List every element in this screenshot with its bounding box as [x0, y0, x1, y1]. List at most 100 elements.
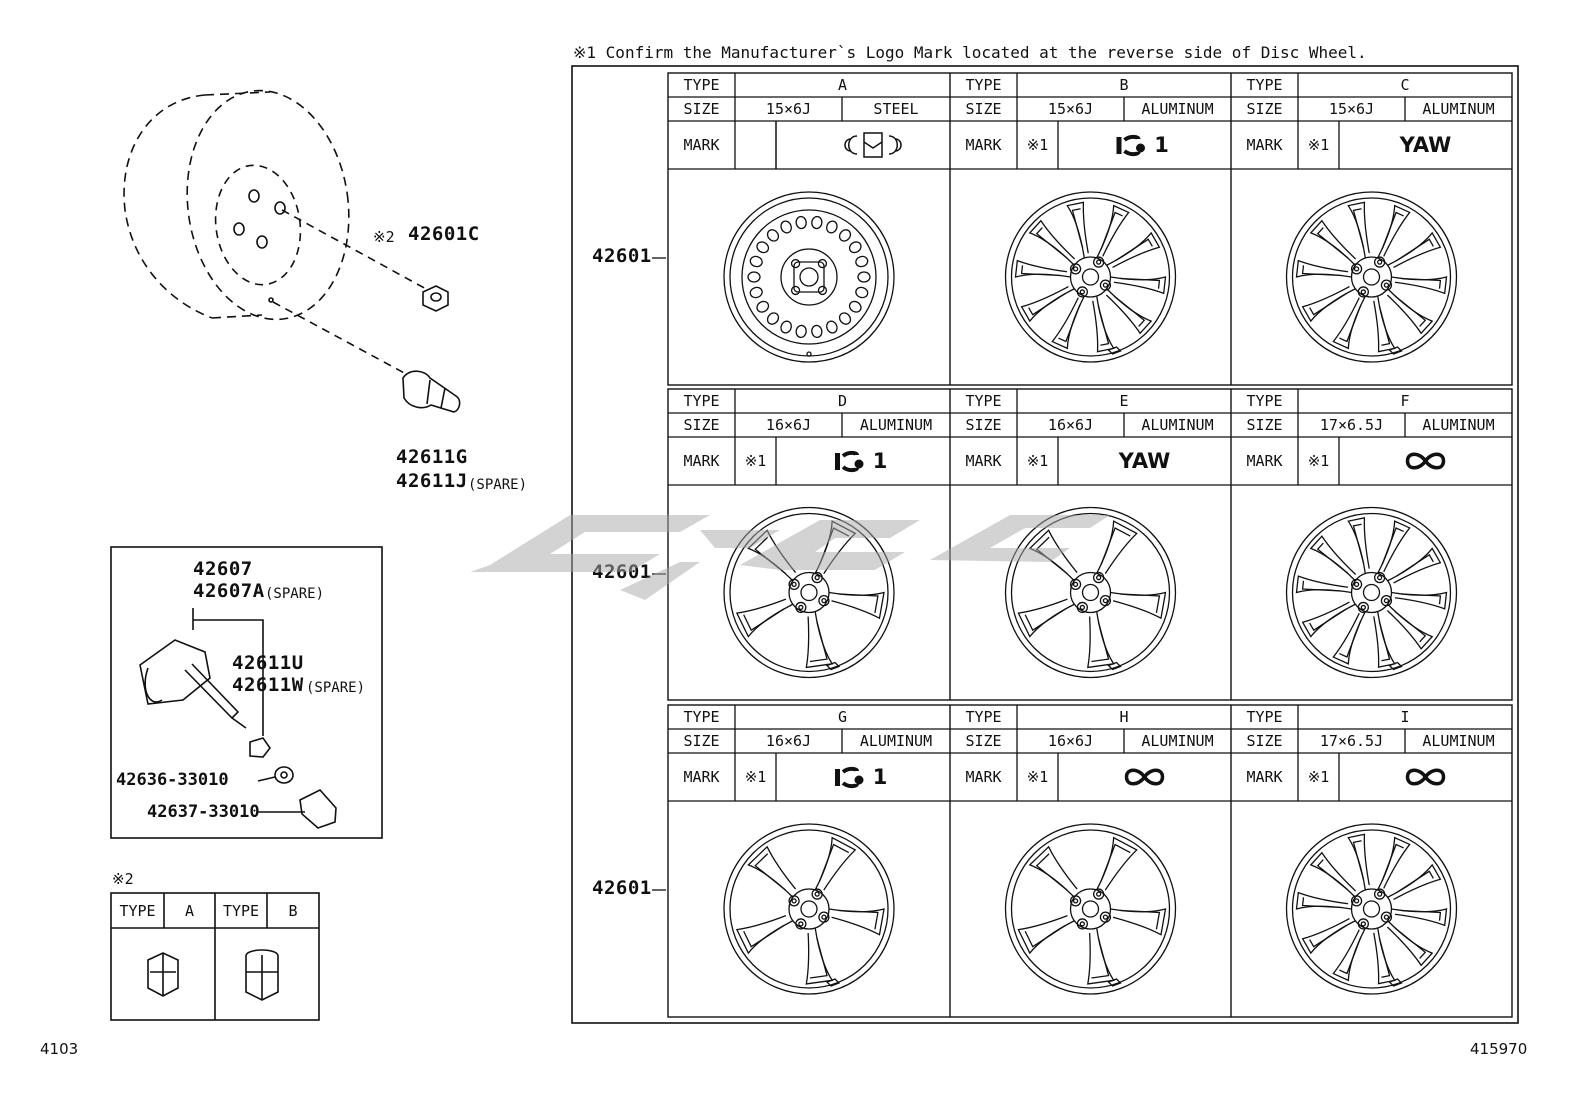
sensor-spare-part-number: 42607A: [193, 580, 265, 602]
mark-note-ref-f: ※1: [1307, 452, 1330, 470]
mark-note-ref-d: ※1: [744, 452, 767, 470]
wheel-size-a: 15×6J: [765, 100, 812, 118]
wheel-type-i: I: [1400, 708, 1410, 726]
wheel-size-d: 16×6J: [765, 416, 812, 434]
mark-label-e: MARK: [965, 452, 1002, 470]
type-label-h: TYPE: [965, 708, 1002, 726]
size-label-b: SIZE: [965, 100, 1002, 118]
size-label-f: SIZE: [1246, 416, 1283, 434]
type-label-c: TYPE: [1246, 76, 1283, 94]
wheel-material-g: ALUMINUM: [859, 732, 933, 750]
size-label-e: SIZE: [965, 416, 1002, 434]
nut-type-b-label: TYPE: [222, 901, 260, 920]
sensor-spare-label: (SPARE): [265, 586, 325, 602]
nut-type-b: B: [288, 901, 298, 920]
wheel-mark-c: YAW: [1399, 133, 1452, 157]
manufacturer-note: ※1 Confirm the Manufacturer`s Logo Mark …: [573, 43, 1367, 62]
wheel-type-c: C: [1400, 76, 1410, 94]
infinity-logo-icon-i: [1405, 768, 1446, 786]
wheel-type-e: E: [1119, 392, 1129, 410]
type-label-f: TYPE: [1246, 392, 1283, 410]
nut-type-a: A: [184, 901, 195, 920]
wheel-drawing-c: [1285, 191, 1458, 363]
nut-note-mark: ※2: [373, 228, 395, 246]
nut-type-a-label: TYPE: [119, 901, 156, 920]
cap-part-number: 42637-33010: [147, 802, 260, 822]
wheel-mark-g: 1: [872, 765, 888, 789]
ko-logo-icon-b: [1116, 134, 1145, 157]
valve-part-number: 42611G: [396, 446, 468, 468]
wheel-material-c: ALUMINUM: [1422, 100, 1495, 118]
wheel-size-f: 17×6.5J: [1319, 416, 1384, 434]
mark-note-ref-c: ※1: [1307, 136, 1330, 154]
size-label-a: SIZE: [683, 100, 720, 118]
mark-note-ref-g: ※1: [744, 768, 767, 786]
mark-label-a: MARK: [683, 136, 720, 154]
size-label-c: SIZE: [1246, 100, 1283, 118]
ko-logo-icon-g: [835, 766, 864, 789]
wheel-mark-b: 1: [1154, 133, 1169, 157]
nut-table-note: ※2: [112, 870, 134, 888]
wheel-type-f: F: [1400, 392, 1410, 410]
ko-logo-icon-d: [835, 450, 864, 473]
size-label-g: SIZE: [683, 732, 720, 750]
sensor-part-number: 42607: [193, 558, 253, 580]
mark-label-g: MARK: [683, 768, 720, 786]
sensor-valve-spare-label: (SPARE): [306, 680, 366, 696]
wheel-drawing-a: [723, 191, 895, 363]
type-label-b: TYPE: [965, 76, 1002, 94]
type-label-g: TYPE: [683, 708, 720, 726]
wheel-material-b: ALUMINUM: [1141, 100, 1214, 118]
mark-note-ref-i: ※1: [1307, 768, 1330, 786]
wheel-size-h: 16×6J: [1047, 732, 1094, 750]
sensor-valve-part-number: 42611U: [232, 652, 304, 674]
size-label-h: SIZE: [965, 732, 1002, 750]
mark-note-ref-e: ※1: [1026, 452, 1049, 470]
wheel-size-c: 15×6J: [1328, 100, 1375, 118]
valve-spare-label: (SPARE): [468, 477, 528, 493]
mark-label-h: MARK: [965, 768, 1002, 786]
wheel-mark-d: 1: [872, 449, 888, 473]
wheel-material-h: ALUMINUM: [1141, 732, 1214, 750]
wheel-drawing-h: [1004, 823, 1177, 995]
type-label-e: TYPE: [965, 392, 1002, 410]
mark-label-f: MARK: [1246, 452, 1283, 470]
infinity-logo-icon-h: [1124, 768, 1165, 786]
wheel-type-g: G: [837, 708, 848, 726]
wheel-size-e: 16×6J: [1047, 416, 1094, 434]
wheel-drawing-b: [1004, 191, 1177, 363]
type-label-i: TYPE: [1246, 708, 1283, 726]
type-label-d: TYPE: [683, 392, 720, 410]
wheel-drawing-i: [1285, 823, 1458, 995]
wheel-material-f: ALUMINUM: [1422, 416, 1495, 434]
watermark-logo: [470, 515, 1110, 600]
wheel-type-h: H: [1119, 708, 1129, 726]
type-label-a: TYPE: [683, 76, 720, 94]
wheel-size-i: 17×6.5J: [1319, 732, 1384, 750]
washer-part-number: 42636-33010: [116, 770, 229, 790]
wheel-type-d: D: [837, 392, 848, 410]
wheel-type-a: A: [837, 76, 848, 94]
mark-note-ref-h: ※1: [1026, 768, 1049, 786]
mark-label-d: MARK: [683, 452, 720, 470]
wheel-material-a: STEEL: [873, 100, 919, 118]
wheel-material-d: ALUMINUM: [859, 416, 933, 434]
mark-label-c: MARK: [1246, 136, 1283, 154]
wheel-drawing-f: [1285, 506, 1458, 679]
valve-spare-part-number: 42611J: [396, 470, 468, 492]
mark-label-i: MARK: [1246, 768, 1283, 786]
wheel-part-number-row-3: 42601: [592, 877, 652, 899]
infinity-logo-icon-f: [1405, 452, 1446, 470]
page-code-left: 4103: [40, 1040, 79, 1058]
wheel-material-i: ALUMINUM: [1422, 732, 1495, 750]
size-label-d: SIZE: [683, 416, 720, 434]
nut-part-number: 42601C: [408, 223, 480, 245]
wheel-type-b: B: [1119, 76, 1129, 94]
wheel-part-number-row-1: 42601: [592, 245, 652, 267]
wheel-size-g: 16×6J: [765, 732, 812, 750]
mark-note-ref-b: ※1: [1026, 136, 1049, 154]
sensor-valve-spare-part-number: 42611W: [232, 674, 304, 696]
mark-label-b: MARK: [965, 136, 1002, 154]
steel-logo-icon: [844, 132, 902, 158]
wheel-material-e: ALUMINUM: [1141, 416, 1214, 434]
